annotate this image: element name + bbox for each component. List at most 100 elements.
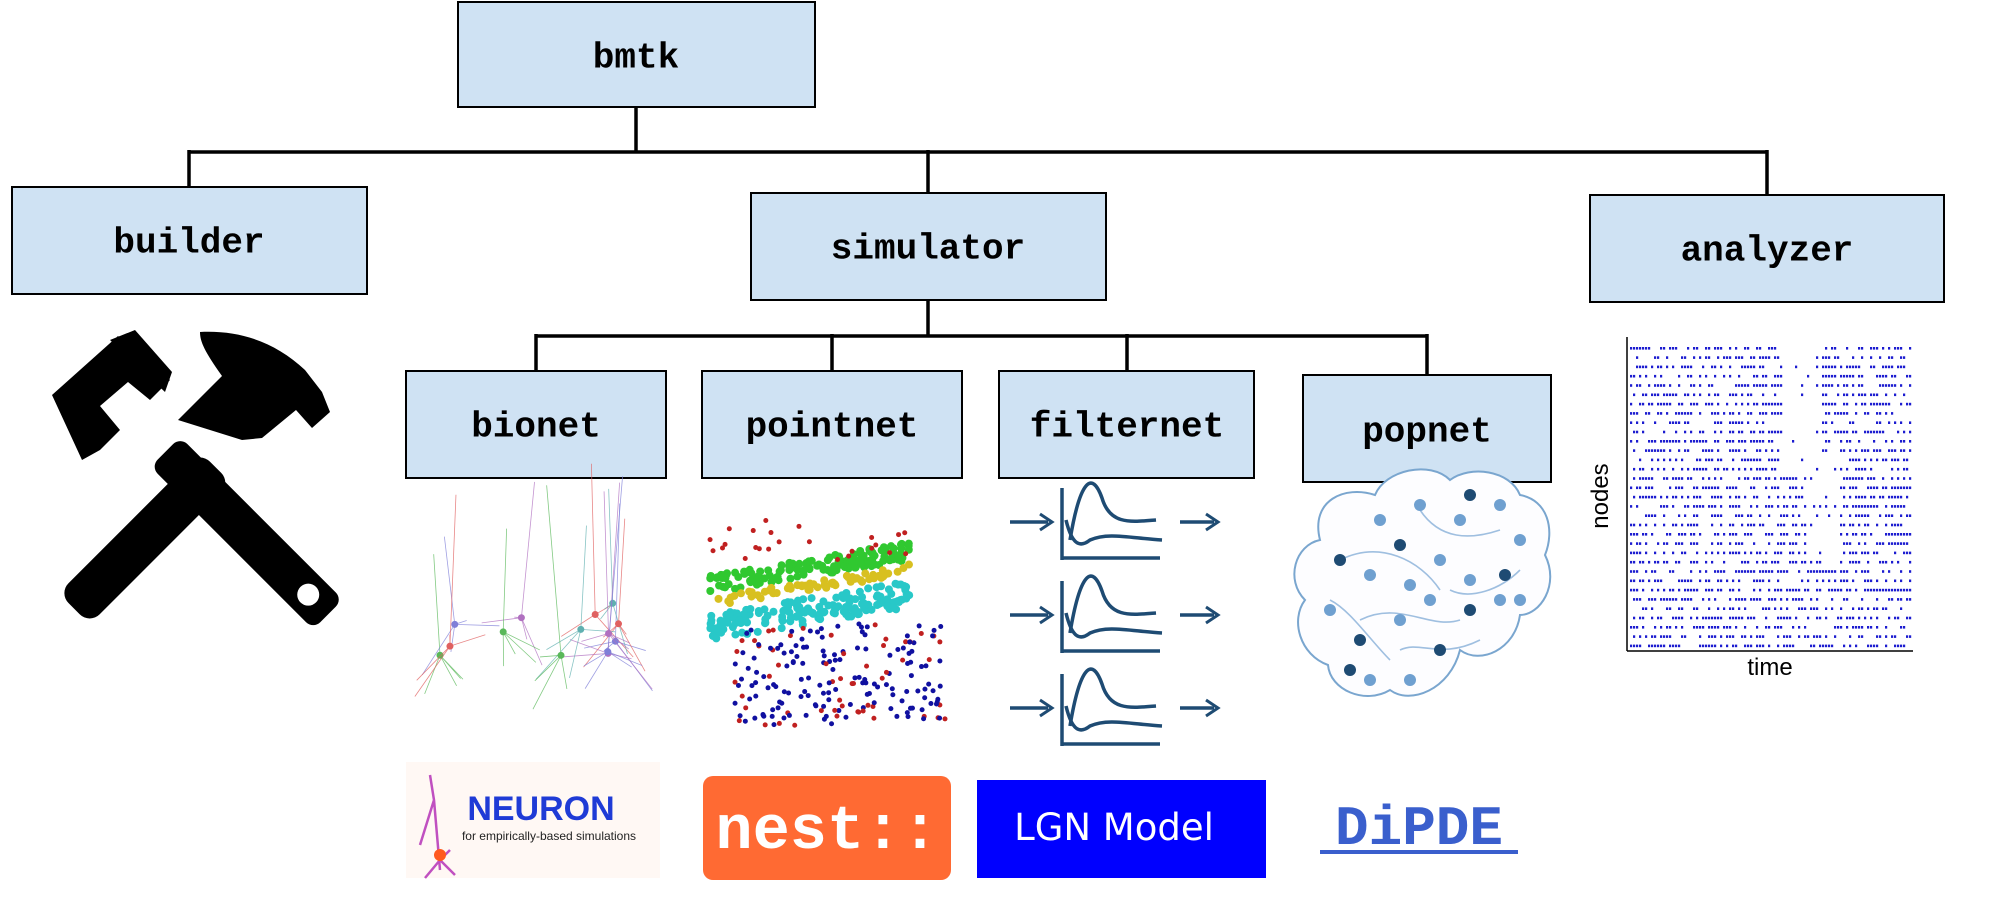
- population-node: [1344, 664, 1356, 676]
- spike: [1780, 607, 1783, 610]
- spike: [1669, 449, 1672, 452]
- spike: [1687, 523, 1690, 527]
- spike: [1792, 477, 1795, 480]
- spike: [1708, 347, 1711, 350]
- spike: [1777, 560, 1780, 564]
- spike: [1894, 393, 1897, 397]
- spike: [1753, 477, 1756, 480]
- spike: [1900, 598, 1903, 601]
- spike: [1660, 440, 1663, 443]
- scatter-point: [821, 703, 827, 709]
- spike: [1642, 626, 1645, 629]
- spike: [1873, 495, 1876, 499]
- spike: [1648, 412, 1651, 415]
- scatter-point: [856, 709, 862, 715]
- spike: [1729, 533, 1732, 536]
- scatter-point: [719, 618, 728, 627]
- spike: [1639, 467, 1642, 471]
- spike: [1888, 421, 1891, 424]
- scatter-point: [849, 548, 855, 554]
- spike: [1822, 421, 1825, 424]
- neuron-logo-subtitle: for empirically-based simulations: [462, 829, 636, 843]
- scatter-point: [806, 539, 812, 545]
- spike: [1891, 533, 1894, 536]
- spike: [1705, 486, 1708, 490]
- scatter-point: [900, 645, 906, 651]
- scatter-point: [852, 574, 861, 583]
- spike: [1873, 505, 1876, 508]
- spike: [1630, 440, 1633, 443]
- spike: [1639, 486, 1642, 490]
- spike: [1717, 533, 1720, 536]
- spike: [1645, 523, 1648, 527]
- spike: [1633, 477, 1636, 480]
- spike: [1849, 616, 1852, 620]
- spike: [1792, 523, 1795, 527]
- spike: [1894, 635, 1897, 638]
- spike: [1681, 486, 1684, 490]
- spike: [1870, 533, 1873, 536]
- spike: [1780, 374, 1783, 378]
- spike: [1891, 486, 1894, 490]
- spike: [1657, 365, 1660, 369]
- spike: [1846, 626, 1849, 629]
- spike: [1738, 579, 1741, 583]
- spike: [1720, 430, 1723, 434]
- scatter-point: [826, 680, 832, 686]
- spike: [1795, 533, 1798, 536]
- spike: [1675, 347, 1678, 350]
- spike: [1654, 635, 1657, 638]
- spike: [1648, 644, 1651, 648]
- population-node: [1514, 534, 1526, 546]
- scatter-point: [896, 532, 902, 538]
- spike: [1888, 533, 1891, 536]
- spike: [1732, 393, 1735, 397]
- spike: [1822, 579, 1825, 583]
- spike: [1738, 374, 1741, 378]
- spike: [1867, 430, 1870, 434]
- neuron-soma: [451, 620, 459, 628]
- scatter-point: [773, 684, 779, 690]
- scatter-point: [731, 584, 740, 593]
- spike: [1795, 495, 1798, 499]
- spike: [1759, 365, 1762, 369]
- spike: [1762, 430, 1765, 434]
- spike: [1660, 402, 1663, 406]
- spike: [1681, 412, 1684, 415]
- spike: [1690, 365, 1693, 369]
- spike: [1717, 347, 1720, 350]
- spike: [1714, 570, 1717, 573]
- spike: [1828, 440, 1831, 443]
- spike: [1840, 440, 1843, 443]
- spike: [1879, 402, 1882, 406]
- spike: [1711, 523, 1714, 527]
- spike: [1885, 626, 1888, 629]
- scatter-point: [877, 573, 886, 582]
- scatter-point: [883, 669, 889, 675]
- scatter-point: [883, 636, 889, 642]
- scatter-point: [799, 636, 805, 642]
- pointnet-scatter-image: [706, 517, 948, 728]
- scatter-point: [903, 639, 909, 645]
- spike: [1774, 430, 1777, 434]
- spike: [1735, 393, 1738, 397]
- spike: [1909, 440, 1912, 443]
- spike: [1714, 430, 1717, 434]
- spike: [1705, 440, 1708, 443]
- spike: [1768, 430, 1771, 434]
- spike: [1900, 449, 1903, 452]
- spike: [1885, 393, 1888, 397]
- spike: [1885, 607, 1888, 610]
- spike: [1639, 374, 1642, 378]
- spike: [1651, 486, 1654, 490]
- spike: [1705, 570, 1708, 573]
- spike: [1837, 384, 1840, 387]
- spike: [1774, 356, 1777, 359]
- spike: [1852, 560, 1855, 564]
- spike: [1867, 486, 1870, 490]
- spike: [1861, 402, 1864, 406]
- spike: [1864, 570, 1867, 573]
- raster-xlabel: time: [1747, 654, 1792, 681]
- spike: [1810, 560, 1813, 564]
- spike: [1888, 495, 1891, 499]
